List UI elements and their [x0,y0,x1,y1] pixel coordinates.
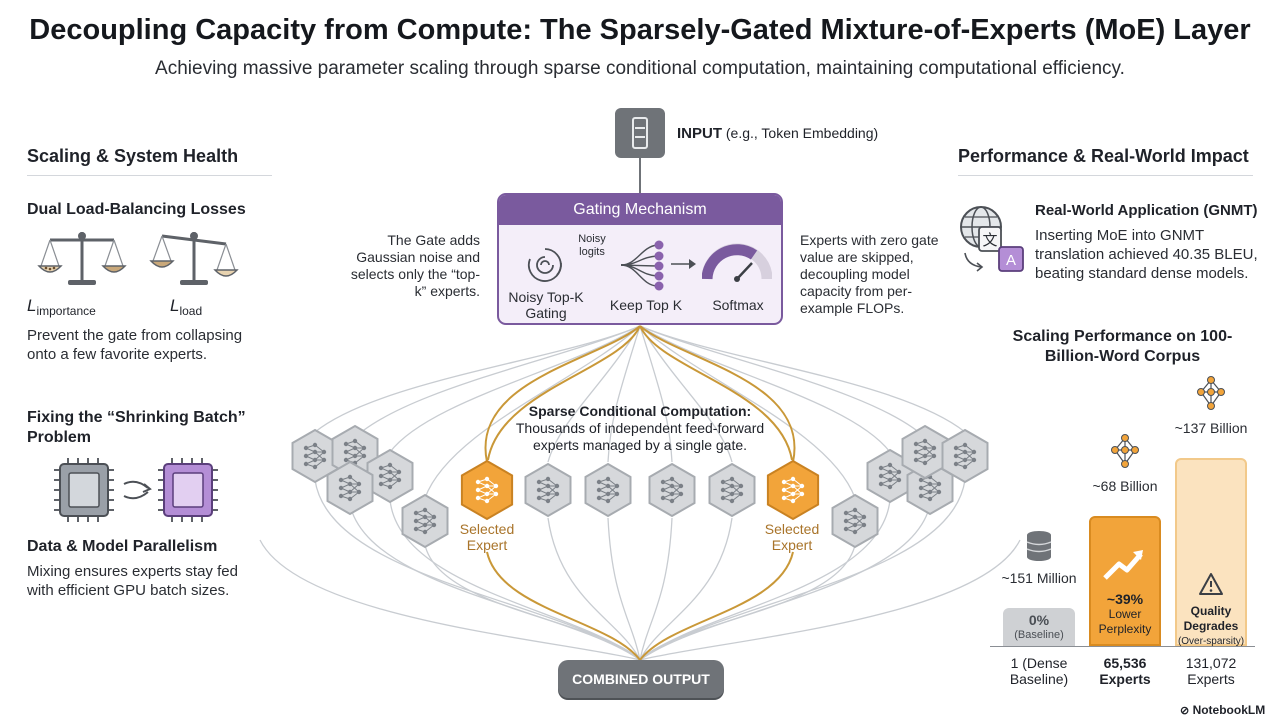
svg-text:文: 文 [982,231,997,249]
arrow-right-icon [671,259,696,269]
l-load-label: Lload [170,296,203,318]
page-title: Decoupling Capacity from Compute: The Sp… [29,14,1251,46]
chart-bar [1175,458,1247,646]
chart-bar-label: 0%(Baseline) [1014,612,1064,642]
neural-net-icon [1109,434,1141,473]
step-noisy-top-k: Noisy Top-K Gating [508,289,584,321]
gate-note-right: Experts with zero gate value are skipped… [800,232,939,316]
chart-category-label: 1 (Dense Baseline) [1009,655,1069,687]
left-section-rule [27,175,272,176]
parallelism-text: Mixing ensures experts stay fed with eff… [27,563,238,599]
chart-category-label: 65,536 Experts [1099,655,1151,687]
trend-up-icon [1103,546,1147,587]
step-keep-top-k: Keep Top K [609,297,683,313]
selected-expert-hexagon [766,459,820,521]
right-section-heading: Performance & Real-World Impact [958,146,1249,166]
globe-translate-icon: 文 A [960,206,1024,272]
expert-hexagon [366,448,414,504]
input-label: INPUT (e.g., Token Embedding) [677,125,879,142]
input-token-icon [615,108,665,158]
right-section-rule [958,175,1253,176]
expert-hexagon [941,428,989,484]
chart-baseline [990,646,1255,647]
neural-net-icon [1195,376,1227,415]
scale-importance-icon [37,232,127,285]
expert-hexagon [708,462,756,518]
selected-expert-hexagon [460,459,514,521]
left-section-heading: Scaling & System Health [27,146,239,166]
notebooklm-watermark: ⊘ NotebookLM [1180,703,1266,717]
selected-expert-label-left: Selected Expert [459,521,515,553]
top-k-nodes-icon [620,240,664,291]
chart-param-label: ~137 Billion [1174,420,1248,436]
gating-mechanism-title: Gating Mechanism [499,195,781,225]
gating-mechanism-box: Gating Mechanism Noisy logits Noisy Top-… [497,193,783,325]
shrinking-batch-title: Fixing the “Shrinking Batch” Problem [27,409,246,446]
parallelism-title: Data & Model Parallelism [27,538,218,555]
step-softmax: Softmax [712,297,764,313]
expert-hexagon [648,462,696,518]
softmax-gauge-icon [702,243,772,282]
chart-bar [1003,608,1075,646]
expert-hexagon [831,493,879,549]
chart-bar [1089,516,1161,646]
selected-expert-label-right: Selected Expert [764,521,820,553]
noisy-logits-label: Noisy logits [578,233,606,258]
chart-category-label: 131,072 Experts [1185,655,1237,687]
expert-hexagon [326,460,374,516]
database-icon [1025,530,1053,567]
losses-title: Dual Load-Balancing Losses [27,201,246,218]
chart-param-label: ~151 Million [1001,570,1077,586]
scale-load-icon [149,232,239,285]
chart-bar-label: ~39%Lower Perplexity [1098,591,1152,637]
expert-hexagon [584,462,632,518]
chart-title: Scaling Performance on 100-Billion-Word … [1012,328,1233,365]
l-importance-label: Limportance [27,296,96,318]
gnmt-title: Real-World Application (GNMT) [1035,202,1258,219]
combined-output-box: COMBINED OUTPUT [558,660,724,698]
noise-swirl-icon [527,248,562,282]
page-subtitle: Achieving massive parameter scaling thro… [155,58,1125,79]
expert-hexagon [901,424,949,480]
warning-icon [1198,572,1224,601]
sparse-computation-note: Sparse Conditional Computation: Thousand… [515,403,765,453]
chart-param-label: ~68 Billion [1092,478,1158,494]
gnmt-text: Inserting MoE into GNMT translation achi… [1035,227,1258,282]
expert-hexagon [866,448,914,504]
gate-note-left: The Gate adds Gaussian noise and selects… [350,232,480,299]
expert-hexagon [524,462,572,518]
svg-text:A: A [1006,252,1016,269]
gpu-chips-icon [54,458,218,522]
losses-text: Prevent the gate from collapsing onto a … [27,327,243,363]
expert-hexagon [401,493,449,549]
